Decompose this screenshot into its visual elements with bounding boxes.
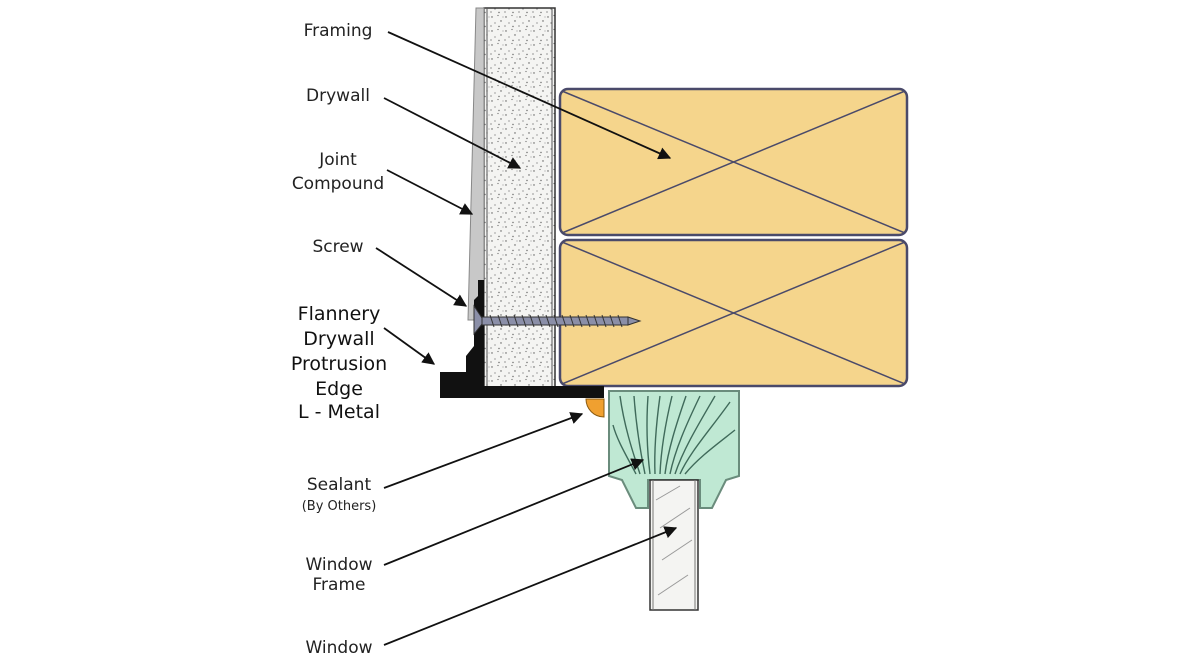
drywall-panel xyxy=(483,7,556,391)
l-metal-edge xyxy=(440,280,604,398)
label-edge-line-1: Flannery xyxy=(298,303,381,325)
label-edge-line-3: Protrusion xyxy=(291,353,387,375)
leader-drywall xyxy=(383,97,522,169)
label-edge-line-4: Edge xyxy=(315,378,363,400)
leader-joint-compound xyxy=(386,169,474,215)
label-sealant: Sealant xyxy=(307,475,372,495)
labels: Framing Drywall Joint Compound Screw Fla… xyxy=(291,21,387,658)
joint-compound xyxy=(467,7,485,321)
label-edge-line-2: Drywall xyxy=(303,328,374,350)
label-edge-line-5: L - Metal xyxy=(298,401,380,423)
label-window-frame-line-2: Frame xyxy=(313,575,366,595)
label-screw: Screw xyxy=(312,237,363,257)
label-window-frame-line-1: Window xyxy=(305,555,372,575)
framing-boards xyxy=(558,87,909,388)
leader-window xyxy=(383,526,678,646)
window-frame xyxy=(608,390,740,509)
screw xyxy=(473,304,642,336)
leader-window-frame xyxy=(383,458,645,566)
label-joint-compound-line-2: Compound xyxy=(292,174,384,194)
label-drywall: Drywall xyxy=(306,86,370,106)
sealant-bead xyxy=(585,398,605,418)
leader-lines xyxy=(375,31,678,646)
leader-screw xyxy=(375,247,468,307)
label-window: Window xyxy=(305,638,372,658)
leader-l-metal xyxy=(383,327,436,365)
leader-framing xyxy=(387,31,672,160)
label-framing: Framing xyxy=(304,21,373,41)
leader-sealant xyxy=(383,412,584,489)
label-sealant-note: (By Others) xyxy=(302,499,377,514)
window-glass xyxy=(649,479,699,611)
label-joint-compound-line-1: Joint xyxy=(318,150,357,170)
